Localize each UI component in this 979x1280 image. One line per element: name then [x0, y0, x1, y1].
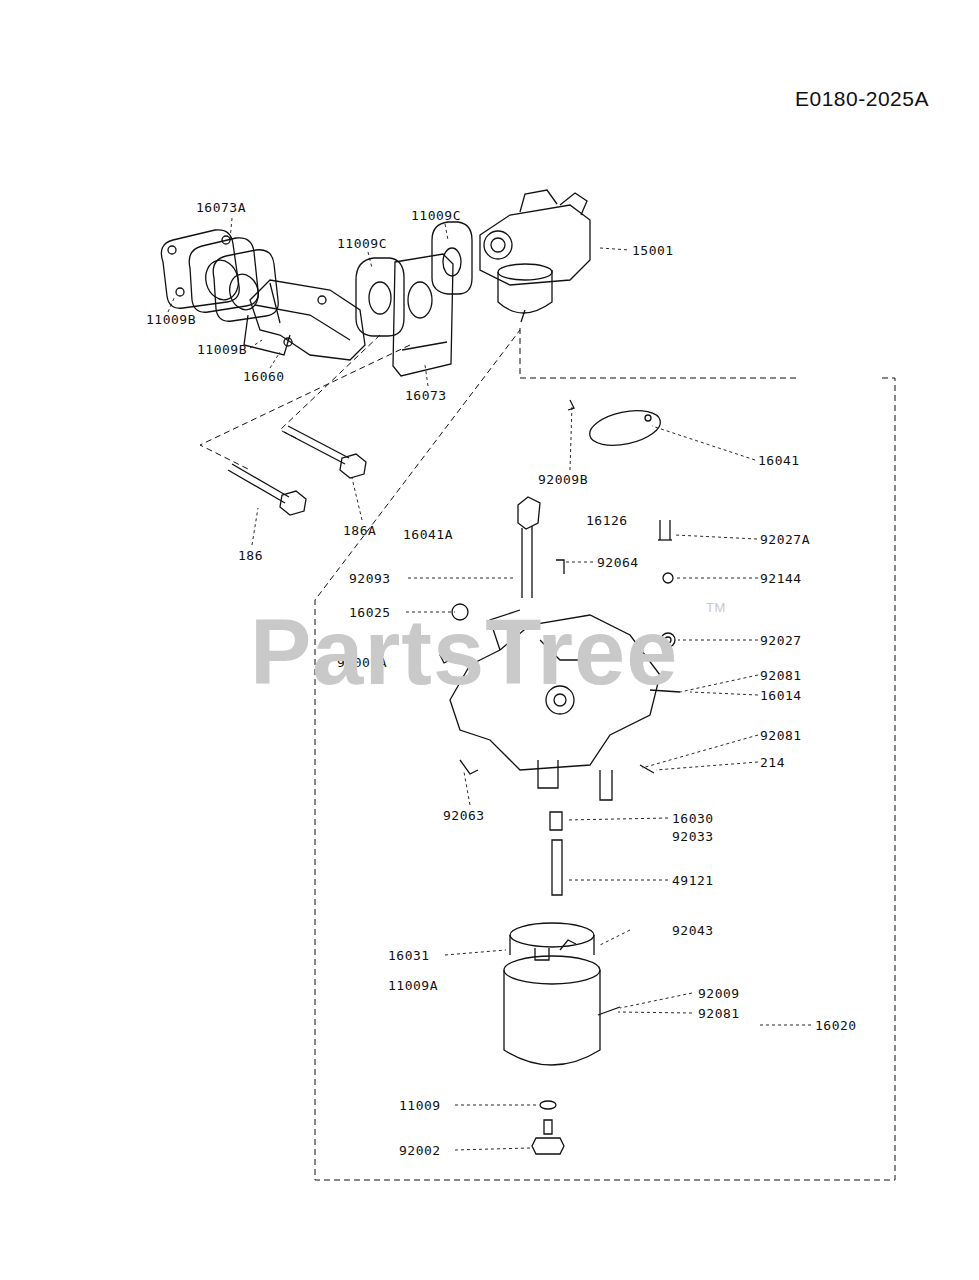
callout-number: 16126	[586, 514, 628, 527]
callout-number: 92027	[760, 634, 802, 647]
callout-number: 11009A	[388, 979, 438, 992]
callout-number: 16073A	[196, 201, 246, 214]
callout-number: 16041A	[403, 528, 453, 541]
callout-number: 92081	[698, 1007, 740, 1020]
callout-number: 49121	[672, 874, 714, 887]
callout-number: 11009C	[411, 209, 461, 222]
watermark: PartsTree	[250, 606, 678, 698]
callout-number: 92009B	[538, 473, 588, 486]
callout-number: 11009	[399, 1099, 441, 1112]
callout-number: 16014	[760, 689, 802, 702]
callout-number: 92033	[672, 830, 714, 843]
callout-number: 92043	[672, 924, 714, 937]
callout-number: 92009	[698, 987, 740, 1000]
callout-number: 214	[760, 756, 785, 769]
callout-number: 16073	[405, 389, 447, 402]
callout-number: 92093	[349, 572, 391, 585]
callout-number: 16041	[758, 454, 800, 467]
callout-number: 92081	[760, 669, 802, 682]
callout-number: 11009C	[337, 237, 387, 250]
callout-number: 92027A	[760, 533, 810, 546]
callout-number: 186A	[343, 524, 376, 537]
trademark-mark: TM	[706, 601, 726, 614]
callout-number: 16030	[672, 812, 714, 825]
callout-number: 92144	[760, 572, 802, 585]
drawing-code: E0180-2025A	[795, 88, 929, 109]
callout-number: 16060	[243, 370, 285, 383]
callout-number: 16020	[815, 1019, 857, 1032]
callout-number: 15001	[632, 244, 674, 257]
callout-number: 92081	[760, 729, 802, 742]
callout-number: 11009B	[146, 313, 196, 326]
callout-number: 92002	[399, 1144, 441, 1157]
callout-number: 186	[238, 549, 263, 562]
callout-number: 11009B	[197, 343, 247, 356]
callout-number: 92064	[597, 556, 639, 569]
callout-number: 16031	[388, 949, 430, 962]
callout-number: 92063	[443, 809, 485, 822]
